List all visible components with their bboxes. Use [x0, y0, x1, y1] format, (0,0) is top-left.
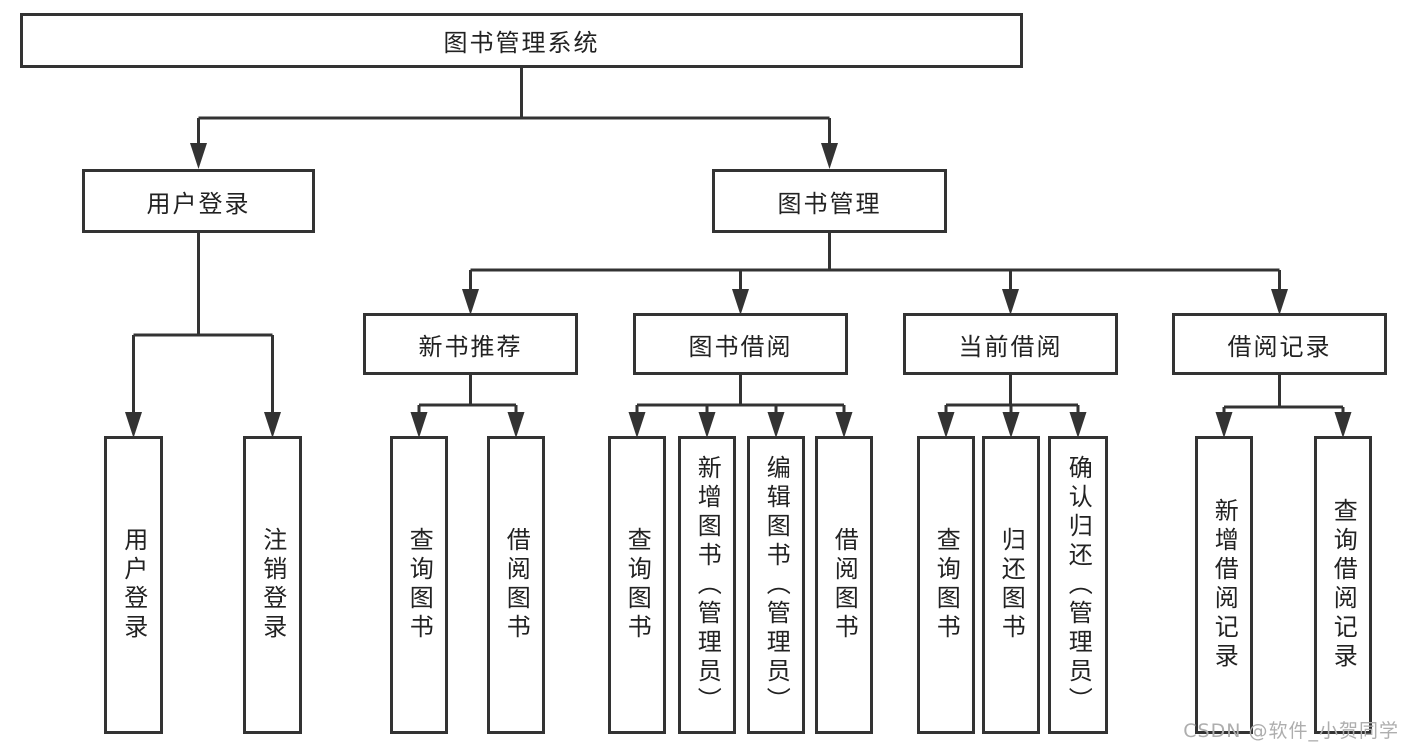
leaf-borrow-books-borrowing-label: 借阅图书 — [830, 527, 859, 643]
node-book-borrowing-label: 图书借阅 — [688, 332, 793, 361]
leaf-edit-books-admin: 编辑图书（管理员） — [747, 436, 805, 734]
leaf-user-login-label: 用户登录 — [119, 527, 148, 643]
leaf-add-borrow-record: 新增借阅记录 — [1195, 436, 1253, 734]
leaf-return-books: 归还图书 — [982, 436, 1040, 734]
node-book-borrowing: 图书借阅 — [633, 313, 848, 375]
leaf-edit-books-admin-label: 编辑图书（管理员） — [762, 454, 791, 716]
node-book-management-system-label: 图书管理系统 — [443, 29, 600, 57]
node-book-management: 图书管理 — [712, 169, 947, 233]
leaf-add-books-admin-label: 新增图书（管理员） — [693, 454, 722, 716]
node-user-login: 用户登录 — [82, 169, 315, 233]
node-new-book-recommendation: 新书推荐 — [363, 313, 578, 375]
leaf-query-borrow-record-label: 查询借阅记录 — [1329, 498, 1358, 672]
node-book-management-label: 图书管理 — [777, 189, 882, 218]
node-user-login-label: 用户登录 — [146, 189, 251, 218]
node-current-borrowing-label: 当前借阅 — [958, 332, 1063, 361]
leaf-query-books-current: 查询图书 — [917, 436, 975, 734]
node-current-borrowing: 当前借阅 — [903, 313, 1118, 375]
leaf-query-borrow-record: 查询借阅记录 — [1314, 436, 1372, 734]
leaf-query-books-current-label: 查询图书 — [932, 527, 961, 643]
node-book-management-system: 图书管理系统 — [20, 13, 1023, 68]
leaf-return-books-label: 归还图书 — [997, 527, 1026, 643]
leaf-query-books-borrowing-label: 查询图书 — [623, 527, 652, 643]
leaf-add-borrow-record-label: 新增借阅记录 — [1210, 498, 1239, 672]
leaf-borrow-books-recommend-label: 借阅图书 — [502, 527, 531, 643]
leaf-user-login: 用户登录 — [104, 436, 163, 734]
leaf-borrow-books-borrowing: 借阅图书 — [815, 436, 873, 734]
leaf-logout-label: 注销登录 — [258, 527, 287, 643]
node-borrowing-records-label: 借阅记录 — [1227, 332, 1332, 361]
node-new-book-recommendation-label: 新书推荐 — [418, 332, 523, 361]
leaf-add-books-admin: 新增图书（管理员） — [678, 436, 736, 734]
csdn-watermark: CSDN @软件_小贺同学 — [1183, 720, 1399, 742]
leaf-query-books-borrowing: 查询图书 — [608, 436, 666, 734]
node-borrowing-records: 借阅记录 — [1172, 313, 1387, 375]
leaf-logout: 注销登录 — [243, 436, 302, 734]
leaf-query-books-recommend: 查询图书 — [390, 436, 448, 734]
leaf-borrow-books-recommend: 借阅图书 — [487, 436, 545, 734]
leaf-query-books-recommend-label: 查询图书 — [405, 527, 434, 643]
leaf-confirm-return-admin: 确认归还（管理员） — [1048, 436, 1108, 734]
leaf-confirm-return-admin-label: 确认归还（管理员） — [1064, 454, 1093, 716]
